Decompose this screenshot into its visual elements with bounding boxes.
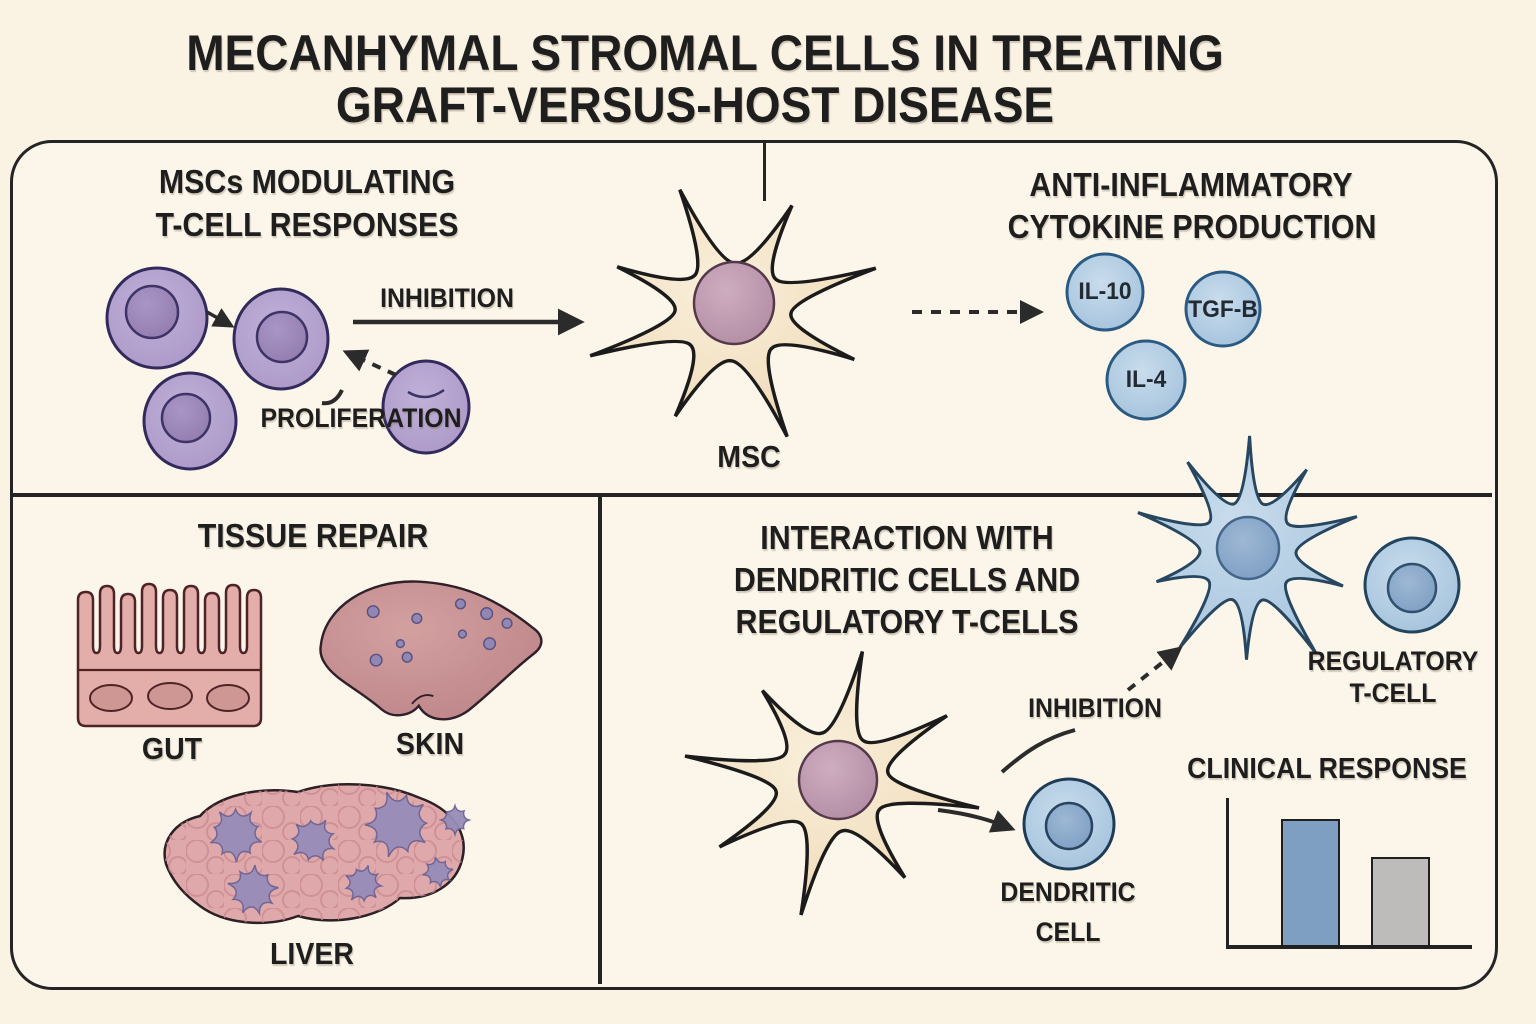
interaction-heading-line3: REGULATORY T-CELLS bbox=[735, 603, 1079, 640]
t-cell-group bbox=[105, 266, 471, 471]
il-4-circle bbox=[1105, 339, 1187, 421]
gut-label: GUT bbox=[141, 731, 203, 766]
proliferation-arc bbox=[321, 389, 344, 406]
inhibition-label-top: INHIBITION bbox=[380, 283, 514, 313]
il-10-label: IL-10 bbox=[1078, 278, 1132, 305]
liver-label: LIVER bbox=[270, 936, 354, 971]
title-connector-line bbox=[763, 141, 766, 201]
dendritic-label-line2: CELL bbox=[1035, 917, 1101, 947]
chart-bar-blue bbox=[1281, 819, 1340, 947]
gut-illustration bbox=[76, 582, 263, 728]
vertical-divider bbox=[598, 495, 602, 984]
liver-illustration bbox=[163, 783, 472, 925]
msc-cell-bottom bbox=[684, 650, 980, 916]
dendritic-arrow bbox=[937, 808, 1016, 833]
chart-y-axis bbox=[1226, 798, 1229, 948]
inhibition-dashed-arrow bbox=[1126, 646, 1183, 692]
dendritic-label-line1: DENDRITIC bbox=[1000, 877, 1136, 907]
tgf-b-circle bbox=[1184, 270, 1262, 348]
cytokine-group bbox=[1065, 252, 1262, 421]
tissue-repair-heading: TISSUE REPAIR bbox=[197, 517, 429, 554]
cytokine-heading-line2: CYTOKINE PRODUCTION bbox=[1007, 208, 1377, 245]
skin-label: SKIN bbox=[395, 726, 465, 761]
page-title-line2: GRAFT-VERSUS-HOST DISEASE bbox=[335, 77, 1055, 133]
tgf-b-label: TGF-B bbox=[1188, 296, 1258, 323]
skin-illustration bbox=[319, 580, 543, 721]
dendritic-star-cell bbox=[1137, 435, 1358, 660]
msc-label: MSC bbox=[717, 439, 781, 474]
horizontal-divider bbox=[10, 493, 1492, 497]
proliferation-label: PROLIFERATION bbox=[260, 403, 462, 433]
small-arrow bbox=[206, 308, 235, 328]
il-10-circle bbox=[1065, 252, 1145, 332]
regulatory-t-cell bbox=[1363, 536, 1461, 634]
interaction-heading-line2: DENDRITIC CELLS AND bbox=[733, 561, 1081, 598]
cytokine-heading-line1: ANTI-INFLAMMATORY bbox=[1029, 166, 1353, 203]
clinical-response-title: CLINICAL RESPONSE bbox=[1187, 753, 1467, 785]
interaction-heading-line1: INTERACTION WITH bbox=[760, 519, 1054, 556]
chart-bar-gray bbox=[1371, 857, 1430, 947]
tcell-heading-line2: T-CELL RESPONSES bbox=[155, 206, 459, 243]
inhibition-curve bbox=[1000, 728, 1076, 774]
dendritic-cell-round bbox=[1022, 777, 1116, 871]
proliferating-t-cell bbox=[381, 359, 471, 455]
tcell-heading-line1: MSCs MODULATING bbox=[158, 163, 456, 200]
msc-cell-top bbox=[589, 188, 877, 438]
page-title-line1: MECANHYMAL STROMAL CELLS IN TREATING bbox=[186, 25, 1224, 81]
il-4-label: IL-4 bbox=[1125, 366, 1167, 393]
regulatory-label-line2: T-CELL bbox=[1349, 678, 1437, 708]
chart-x-axis bbox=[1226, 945, 1472, 949]
proliferation-dashed-arrow bbox=[342, 349, 397, 377]
arrows bbox=[206, 300, 1183, 833]
inhibition-label-bottom: INHIBITION bbox=[1028, 693, 1162, 723]
regulatory-label-line1: REGULATORY bbox=[1307, 646, 1479, 676]
